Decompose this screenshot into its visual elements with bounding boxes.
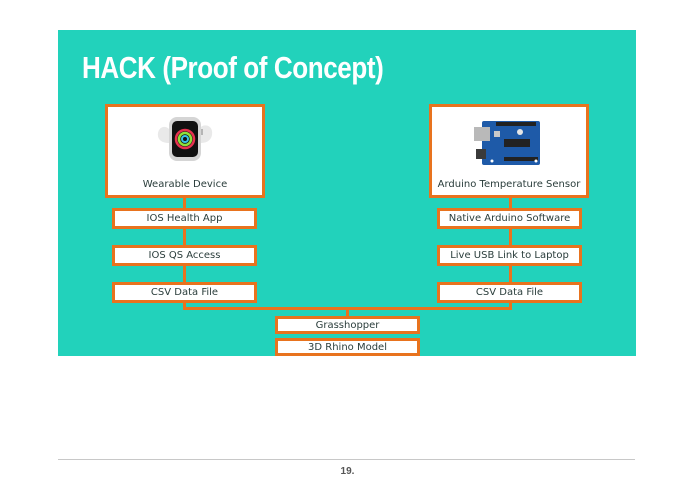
right-step-3: CSV Data File	[437, 282, 582, 303]
arduino-sensor-label: Arduino Temperature Sensor	[437, 179, 581, 190]
right-step-1: Native Arduino Software	[437, 208, 582, 229]
rhino-model-step: 3D Rhino Model	[275, 338, 420, 356]
connector-center-vertical	[346, 307, 349, 319]
arduino-sensor-card: Arduino Temperature Sensor	[429, 104, 589, 198]
footer-divider	[58, 459, 635, 460]
left-step-1: IOS Health App	[112, 208, 257, 229]
page-number: 19.	[340, 466, 355, 477]
wearable-device-label: Wearable Device	[142, 179, 228, 190]
left-step-3: CSV Data File	[112, 282, 257, 303]
left-step-2: IOS QS Access	[112, 245, 257, 266]
right-step-2: Live USB Link to Laptop	[437, 245, 582, 266]
wearable-device-card: Wearable Device	[105, 104, 265, 198]
grasshopper-step: Grasshopper	[275, 316, 420, 334]
slide-title: HACK (Proof of Concept)	[82, 50, 384, 85]
smartwatch-icon	[157, 117, 213, 161]
slide: HACK (Proof of Concept) Wearable Device	[58, 30, 636, 356]
arduino-board-icon	[474, 121, 540, 165]
